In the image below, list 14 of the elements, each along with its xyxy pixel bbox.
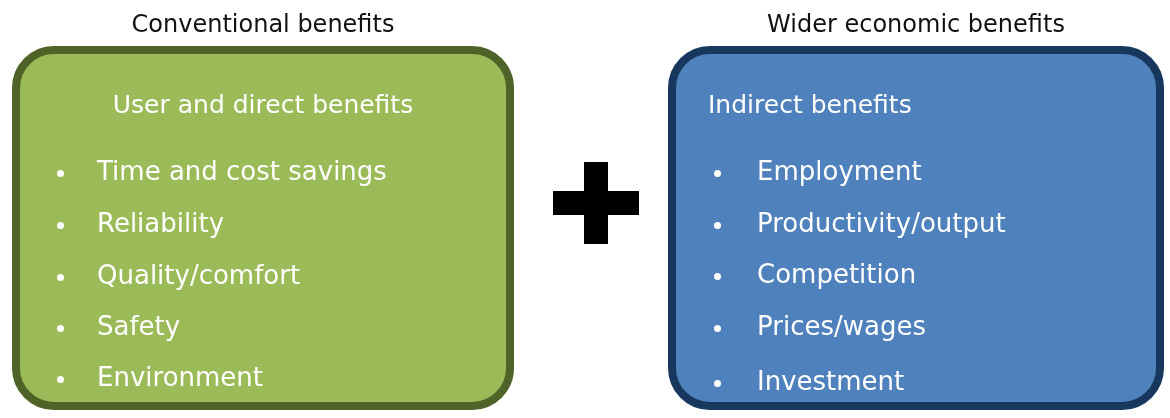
list-item: Time and cost savings	[97, 156, 387, 186]
list-item: Reliability	[97, 208, 225, 238]
panel-subheading: User and direct benefits	[111, 90, 415, 119]
list-item: Prices/wages	[757, 311, 926, 341]
list-item: Productivity/output	[757, 208, 1006, 238]
list-item: Competition	[757, 259, 917, 289]
panel-heading: Wider economic benefits	[766, 10, 1066, 38]
list-item: Quality/comfort	[97, 260, 301, 290]
list-item: Safety	[97, 311, 181, 341]
panel-heading: Conventional benefits	[130, 10, 396, 38]
list-item: Environment	[97, 362, 264, 392]
panel-subheading: Indirect benefits	[708, 90, 913, 119]
list-item: Investment	[757, 366, 905, 396]
list-item: Employment	[757, 156, 922, 186]
